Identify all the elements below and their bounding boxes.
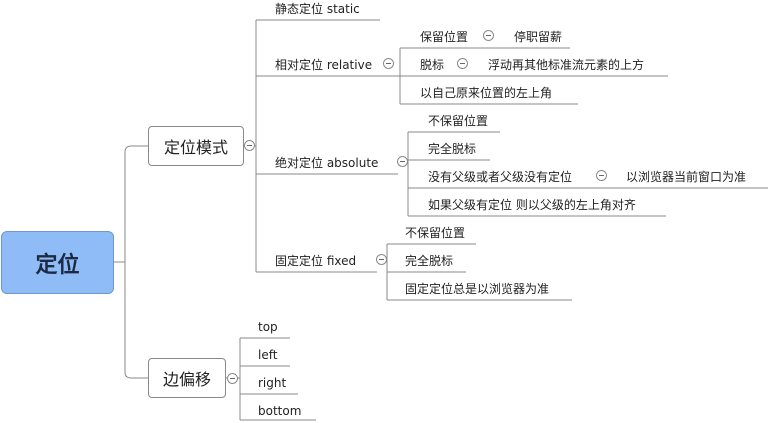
fixed-no-keep[interactable]: 不保留位置 — [405, 226, 466, 240]
relative-keeps-position-note[interactable]: 停职留薪 — [514, 30, 563, 44]
relative-out-of-flow-note[interactable]: 浮动再其他标准流元素的上方 — [488, 58, 645, 72]
relative-reference[interactable]: 以自己原来位置的左上角 — [420, 86, 553, 100]
offset-left[interactable]: left — [258, 348, 278, 362]
root-node[interactable]: 定位 — [1, 231, 114, 294]
collapse-icon[interactable] — [383, 58, 394, 69]
absolute-out-of-flow[interactable]: 完全脱标 — [428, 142, 477, 156]
collapse-icon[interactable] — [227, 373, 238, 384]
collapse-icon[interactable] — [397, 156, 408, 167]
absolute-no-parent-note[interactable]: 以浏览器当前窗口为准 — [626, 170, 747, 184]
collapse-icon[interactable] — [457, 58, 468, 69]
collapse-icon[interactable] — [244, 140, 255, 151]
absolute-node[interactable]: 绝对定位 absolute — [275, 156, 379, 170]
fixed-out-of-flow[interactable]: 完全脱标 — [405, 254, 454, 268]
relative-keeps-position[interactable]: 保留位置 — [420, 30, 469, 44]
offset-bottom[interactable]: bottom — [258, 404, 302, 418]
relative-node[interactable]: 相对定位 relative — [275, 58, 373, 72]
collapse-icon[interactable] — [376, 254, 387, 265]
offsets-node[interactable]: 边偏移 — [148, 358, 226, 398]
absolute-no-keep[interactable]: 不保留位置 — [428, 114, 489, 128]
fixed-reference[interactable]: 固定定位总是以浏览器为准 — [405, 282, 550, 296]
absolute-has-parent[interactable]: 如果父级有定位 则以父级的左上角对齐 — [428, 198, 636, 212]
collapse-icon[interactable] — [483, 30, 494, 41]
offset-right[interactable]: right — [258, 376, 287, 390]
offset-top[interactable]: top — [258, 320, 278, 334]
absolute-no-parent[interactable]: 没有父级或者父级没有定位 — [428, 170, 573, 184]
positioning-modes-node[interactable]: 定位模式 — [148, 126, 244, 166]
relative-out-of-flow[interactable]: 脱标 — [420, 58, 445, 72]
static-node[interactable]: 静态定位 static — [275, 2, 360, 16]
collapse-icon[interactable] — [596, 170, 607, 181]
fixed-node[interactable]: 固定定位 fixed — [275, 254, 357, 268]
